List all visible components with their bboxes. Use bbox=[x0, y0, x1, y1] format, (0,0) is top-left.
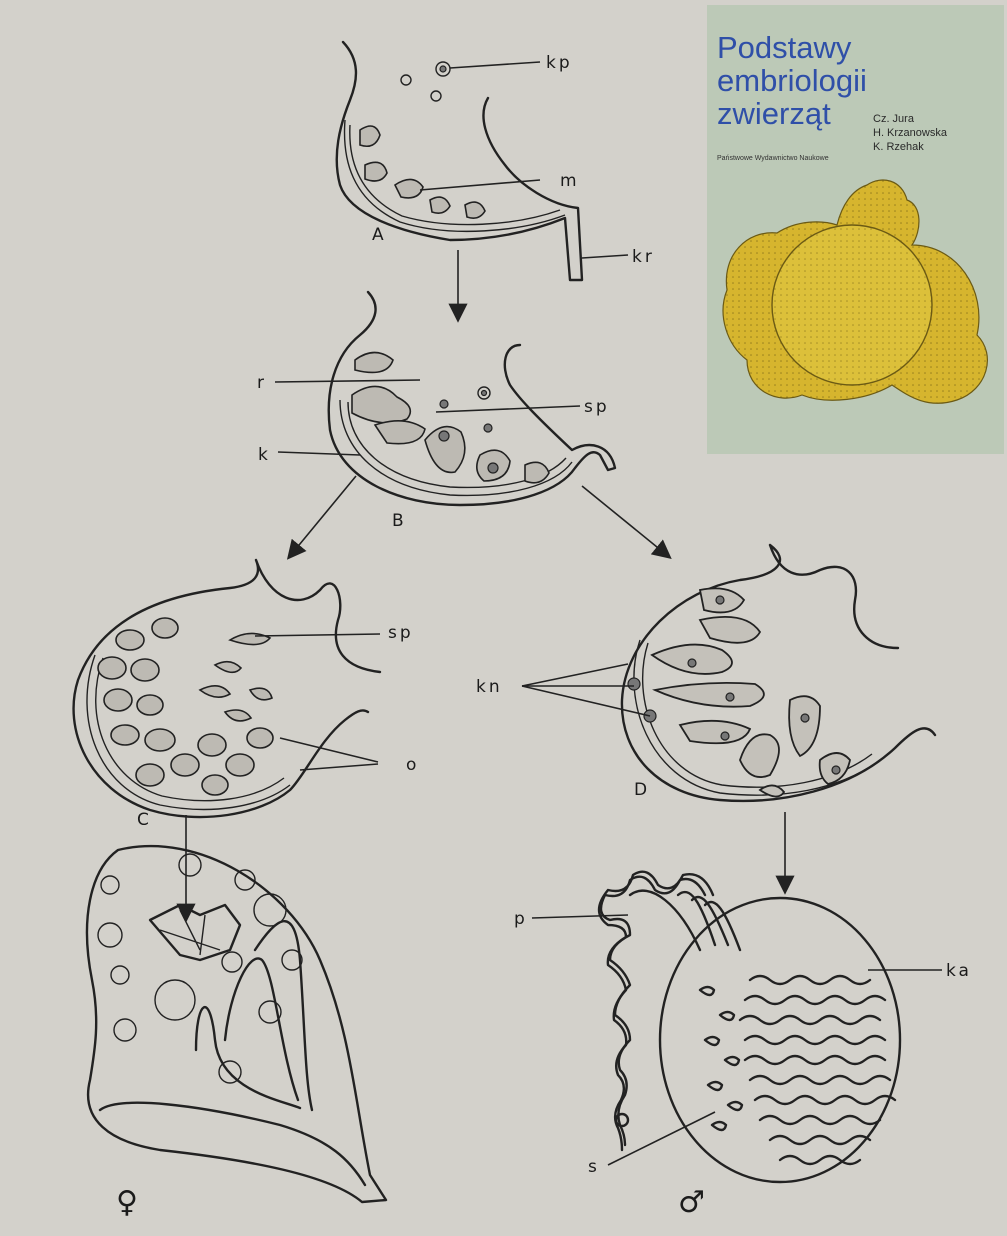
book-author: Cz. Jura bbox=[873, 112, 947, 126]
testis-drawing bbox=[599, 872, 900, 1182]
stage-c-drawing bbox=[74, 560, 380, 817]
leader-kp bbox=[450, 62, 540, 68]
leader-kr bbox=[582, 255, 628, 258]
book-cover: Podstawy embriologii zwierząt Cz. Jura H… bbox=[707, 5, 1004, 454]
leader-m bbox=[420, 180, 540, 190]
book-author: H. Krzanowska bbox=[873, 126, 947, 140]
book-title-line: Podstawy bbox=[717, 31, 867, 64]
label-r: r bbox=[257, 373, 267, 393]
leader-k bbox=[278, 452, 360, 455]
label-o: o bbox=[406, 755, 419, 775]
leader-o-1 bbox=[280, 738, 378, 762]
label-m: m bbox=[560, 171, 580, 191]
label-p: p bbox=[514, 909, 528, 929]
arrow-b-to-d bbox=[582, 486, 668, 556]
stage-b-drawing bbox=[329, 292, 615, 505]
arrow-b-to-c bbox=[290, 476, 356, 556]
male-symbol: ♂ bbox=[678, 1185, 705, 1220]
book-title-line: zwierząt bbox=[717, 97, 867, 130]
leader-sp-b bbox=[436, 406, 580, 412]
book-title: Podstawy embriologii zwierząt bbox=[717, 31, 867, 130]
stage-label-d: D bbox=[634, 780, 647, 800]
book-publisher: Państwowe Wydawnictwo Naukowe bbox=[717, 155, 829, 162]
label-sp-c: sp bbox=[388, 623, 414, 643]
label-k: k bbox=[258, 445, 271, 465]
stage-c-oocytes bbox=[98, 618, 273, 795]
epididymis-ducts bbox=[599, 872, 740, 1150]
stage-label-c: C bbox=[137, 810, 149, 830]
label-kr: kr bbox=[632, 247, 655, 267]
leader-p bbox=[532, 915, 628, 918]
ovary-drawing bbox=[87, 846, 386, 1202]
book-title-line: embriologii bbox=[717, 64, 867, 97]
book-author: K. Rzehak bbox=[873, 140, 947, 154]
leader-o-2 bbox=[300, 764, 378, 770]
leader-r bbox=[275, 380, 420, 382]
seminiferous-tubules bbox=[740, 976, 895, 1164]
stage-d-cords bbox=[652, 588, 850, 796]
rete-testis bbox=[700, 987, 742, 1130]
label-sp-b: sp bbox=[584, 397, 610, 417]
label-s: s bbox=[588, 1157, 600, 1177]
stage-label-b: B bbox=[392, 511, 404, 531]
ovary-follicles bbox=[98, 854, 302, 1083]
label-kp: kp bbox=[546, 53, 573, 73]
stage-d-drawing bbox=[622, 545, 935, 801]
leader-kn-2 bbox=[522, 664, 628, 686]
leader-sp-c bbox=[255, 634, 380, 636]
female-symbol: ♀ bbox=[116, 1185, 138, 1220]
leader-kn-3 bbox=[522, 686, 650, 716]
stage-label-a: A bbox=[372, 225, 384, 245]
label-ka: ka bbox=[946, 961, 972, 981]
book-authors: Cz. Jura H. Krzanowska K. Rzehak bbox=[873, 112, 947, 154]
label-kn: kn bbox=[476, 677, 503, 697]
